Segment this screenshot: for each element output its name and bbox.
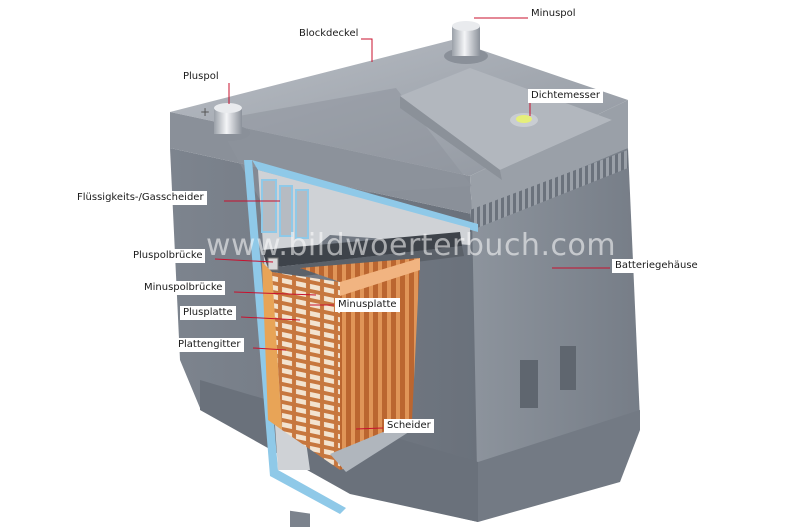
label-plattengitter: Plattengitter — [175, 338, 244, 352]
label-blockdeckel: Blockdeckel — [296, 27, 362, 41]
watermark: www.bildwoerterbuch.com — [206, 228, 617, 263]
plus-terminal: + — [200, 103, 250, 141]
label-minusplatte: Minusplatte — [335, 298, 400, 312]
label-plusplatte: Plusplatte — [180, 306, 236, 320]
minus-terminal — [444, 21, 488, 64]
hydrometer-eye — [510, 113, 538, 127]
cutaway-interior — [244, 160, 478, 514]
label-minuspolbruecke: Minuspolbrücke — [141, 281, 226, 295]
label-fluessigkeits-gasscheider: Flüssigkeits-/Gasscheider — [74, 191, 207, 205]
svg-text:+: + — [200, 105, 210, 119]
label-minuspol: Minuspol — [528, 7, 579, 21]
label-pluspol: Pluspol — [180, 70, 222, 84]
label-pluspolbruecke: Pluspolbrücke — [130, 249, 206, 263]
label-scheider: Scheider — [384, 419, 434, 433]
label-batteriegehaeuse: Batteriegehäuse — [612, 259, 701, 273]
label-dichtemesser: Dichtemesser — [528, 89, 603, 103]
